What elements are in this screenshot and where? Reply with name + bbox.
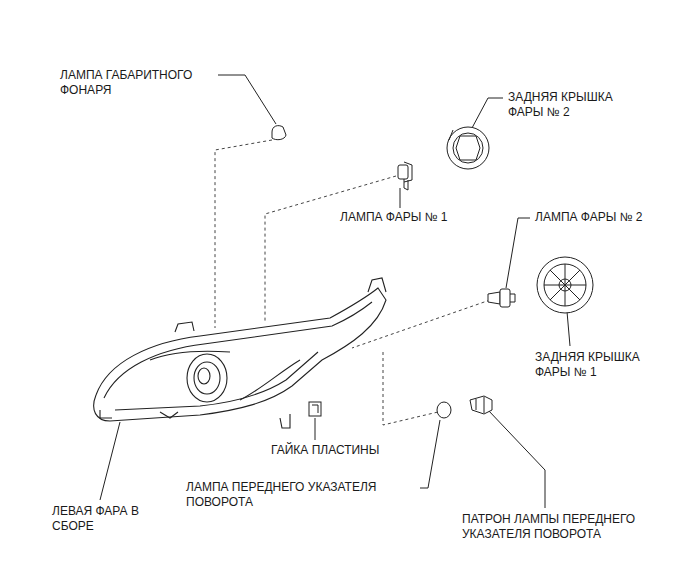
side-bulb xyxy=(272,126,286,140)
leader-lines xyxy=(100,75,570,508)
part-label: ЗАДНЯЯ КРЫШКА ФАРЫ № 1 xyxy=(535,350,665,380)
part-label: ЛЕВАЯ ФАРА В СБОРЕ xyxy=(52,504,162,534)
rear-cover-2 xyxy=(447,127,489,169)
bulb-1 xyxy=(398,162,412,190)
headlight-housing xyxy=(94,278,386,428)
plate-nut xyxy=(309,402,321,416)
part-label: ЗАДНЯЯ КРЫШКА ФАРЫ № 2 xyxy=(508,90,638,120)
part-label: ЛАМПА ФАРЫ № 2 xyxy=(535,210,685,225)
turn-socket xyxy=(470,396,492,414)
rear-cover-1 xyxy=(537,257,593,313)
part-label: ЛАМПА ФАРЫ № 1 xyxy=(340,210,540,225)
part-label: ЛАМПА ГАБАРИТНОГО ФОНАРЯ xyxy=(60,68,210,98)
part-label: ГАЙКА ПЛАСТИНЫ xyxy=(271,443,421,458)
turn-bulb xyxy=(437,402,451,418)
bulb-2 xyxy=(488,289,515,307)
part-label: ЛАМПА ПЕРЕДНЕГО УКАЗАТЕЛЯ ПОВОРОТА xyxy=(186,480,416,510)
part-label: ПАТРОН ЛАМПЫ ПЕРЕДНЕГО УКАЗАТЕЛЯ ПОВОРОТ… xyxy=(462,512,677,542)
